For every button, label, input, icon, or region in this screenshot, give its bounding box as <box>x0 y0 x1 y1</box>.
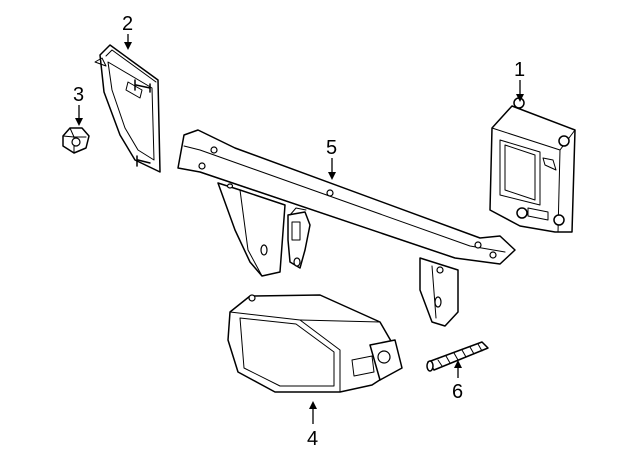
svg-text:1: 1 <box>514 59 525 81</box>
callout-2: 2 <box>122 13 133 50</box>
svg-text:3: 3 <box>73 84 84 106</box>
part-6-stud <box>426 341 489 372</box>
callout-4: 4 <box>307 401 318 450</box>
callout-6: 6 <box>452 360 463 403</box>
callout-3: 3 <box>73 84 84 126</box>
svg-text:4: 4 <box>307 428 318 450</box>
callout-1: 1 <box>514 59 525 102</box>
callout-5: 5 <box>326 137 337 180</box>
svg-text:5: 5 <box>326 137 337 159</box>
svg-text:2: 2 <box>122 13 133 35</box>
part-2-bracket <box>94 44 161 173</box>
part-4-sensor <box>227 294 403 393</box>
part-3-nut <box>62 127 90 154</box>
svg-text:6: 6 <box>452 381 463 403</box>
part-5-crossmember <box>177 129 516 327</box>
part-1-module <box>489 97 576 233</box>
